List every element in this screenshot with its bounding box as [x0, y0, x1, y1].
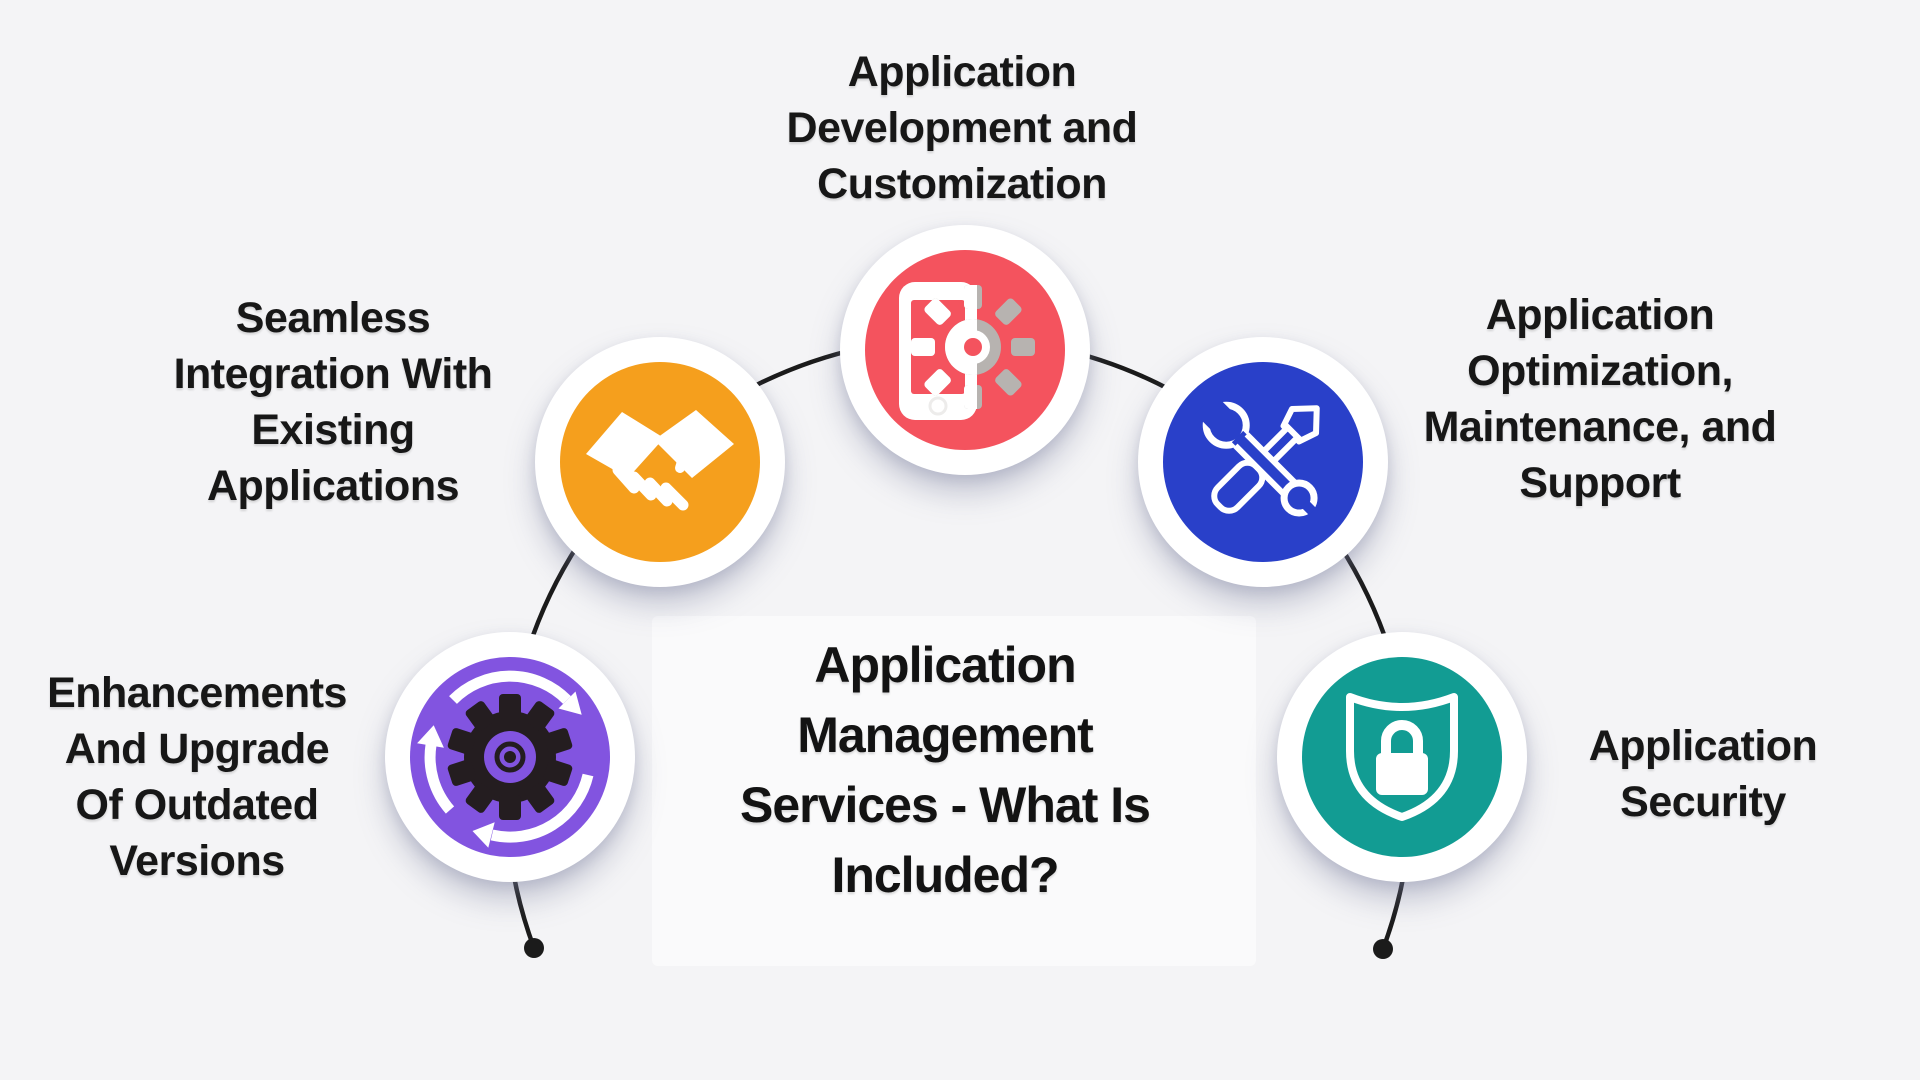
title-line: Application [814, 637, 1076, 693]
label-upgrade: Enhancements And Upgrade Of Outdated Ver… [47, 665, 347, 889]
node-security [1277, 632, 1527, 882]
label-line: Application [847, 48, 1077, 96]
label-line: Optimization, [1467, 347, 1733, 395]
title-background-panel [652, 616, 1256, 966]
page-title: Application Management Services - What I… [740, 630, 1151, 910]
label-line: Application [1588, 722, 1818, 770]
label-security: Application Security [1589, 718, 1818, 830]
label-line: Maintenance, and [1423, 403, 1777, 451]
node-development [840, 225, 1090, 475]
label-line: Of Outdated [75, 781, 319, 829]
title-line: Management [797, 707, 1094, 763]
label-line: Seamless [235, 294, 431, 342]
label-line: Applications [206, 462, 460, 510]
smartphone-gear-icon [899, 282, 1035, 420]
label-line: Development and [786, 104, 1138, 152]
title-line: Included? [831, 847, 1059, 903]
label-line: Support [1519, 459, 1681, 507]
label-line: Versions [109, 837, 285, 885]
label-development: Application Development and Customizatio… [787, 44, 1138, 212]
connector-endpoint-dot [524, 938, 544, 958]
connector-endpoint-dot [1373, 939, 1393, 959]
shield-lock-icon [1346, 693, 1458, 821]
label-line: Application [1485, 291, 1715, 339]
label-line: Existing [251, 406, 415, 454]
gear-refresh-icon [417, 670, 594, 848]
label-line: And Upgrade [64, 725, 330, 773]
node-optimization [1138, 337, 1388, 587]
wrench-screwdriver-icon [1195, 394, 1320, 517]
label-line: Enhancements [47, 669, 347, 717]
label-optimization: Application Optimization, Maintenance, a… [1424, 287, 1777, 511]
handshake-icon [586, 410, 734, 511]
node-integration [535, 337, 785, 587]
label-line: Integration With [173, 350, 493, 398]
label-integration: Seamless Integration With Existing Appli… [174, 290, 493, 514]
node-circle [560, 362, 760, 562]
title-line: Services - What Is [740, 777, 1151, 833]
label-line: Security [1620, 778, 1786, 826]
label-line: Customization [817, 160, 1107, 208]
node-upgrade [385, 632, 635, 882]
